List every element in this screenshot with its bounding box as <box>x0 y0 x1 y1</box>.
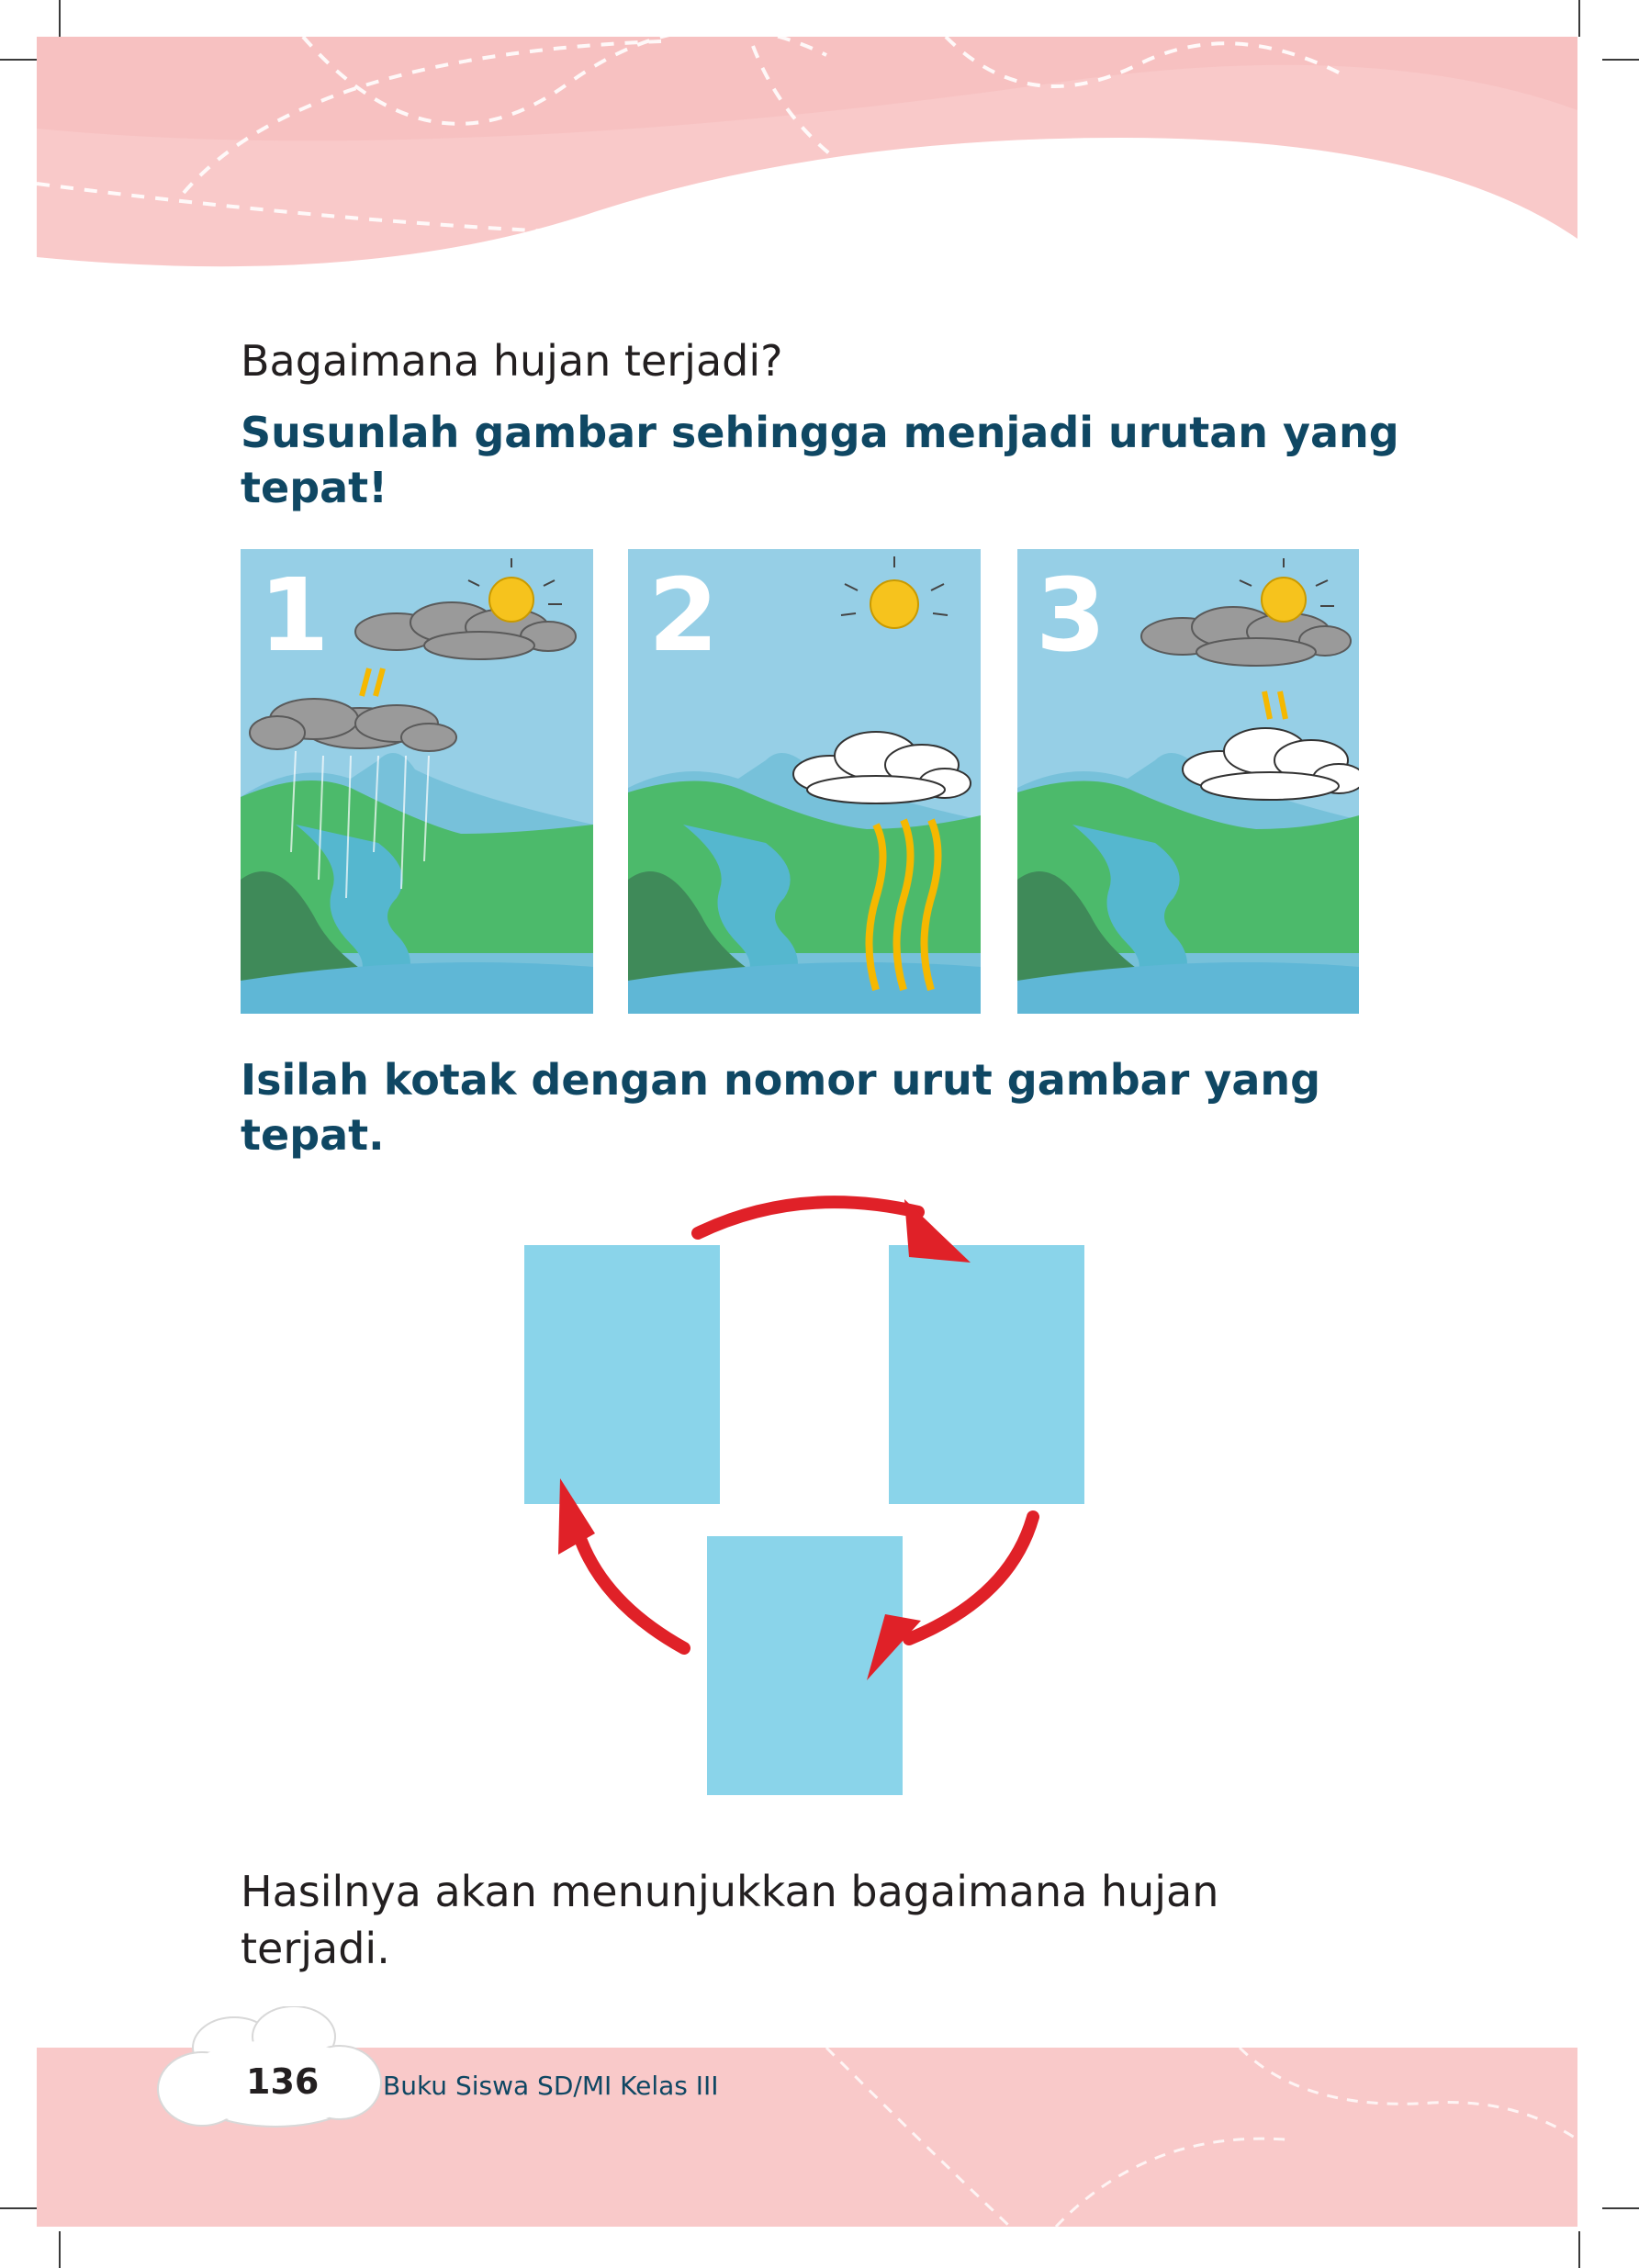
crop-mark-top-left-v <box>59 0 61 37</box>
header-decoration <box>36 27 1577 267</box>
instruction-fill-line-2: tepat. <box>241 1110 385 1160</box>
picture-panel-3: 3 <box>1017 549 1359 1014</box>
crop-mark-bottom-right-v <box>1578 2231 1580 2268</box>
panel-1-number: 1 <box>259 556 330 674</box>
crop-mark-top-left-h <box>0 59 37 61</box>
panel-2-number: 2 <box>648 556 719 674</box>
result-text-line-1: Hasilnya akan menunjukkan bagaimana huja… <box>241 1867 1219 1916</box>
page-number: 136 <box>246 2061 320 2102</box>
result-text-line-2: terjadi. <box>241 1924 390 1973</box>
cycle-arrows <box>558 1196 1039 1680</box>
instruction-arrange-line-1: Susunlah gambar sehingga menjadi urutan … <box>241 408 1399 457</box>
panel-3-number: 3 <box>1036 556 1106 674</box>
crop-mark-bottom-left-h <box>0 2207 37 2209</box>
answer-box-1[interactable] <box>524 1245 720 1504</box>
footer-band <box>37 2006 1578 2227</box>
picture-panel-1: 1 <box>241 549 593 1014</box>
book-title: Buku Siswa SD/MI Kelas III <box>383 2071 719 2101</box>
answer-box-3[interactable] <box>707 1536 903 1795</box>
crop-mark-bottom-left-v <box>59 2231 61 2268</box>
crop-mark-top-right-v <box>1578 0 1580 37</box>
instruction-arrange-line-2: tepat! <box>241 463 388 512</box>
answer-box-2[interactable] <box>889 1245 1084 1504</box>
picture-panel-2: 2 <box>628 549 981 1014</box>
crop-mark-bottom-right-h <box>1602 2207 1639 2209</box>
instruction-fill-line-1: Isilah kotak dengan nomor urut gambar ya… <box>241 1055 1321 1105</box>
question-text: Bagaimana hujan terjadi? <box>241 336 783 386</box>
crop-mark-top-right-h <box>1602 59 1639 61</box>
